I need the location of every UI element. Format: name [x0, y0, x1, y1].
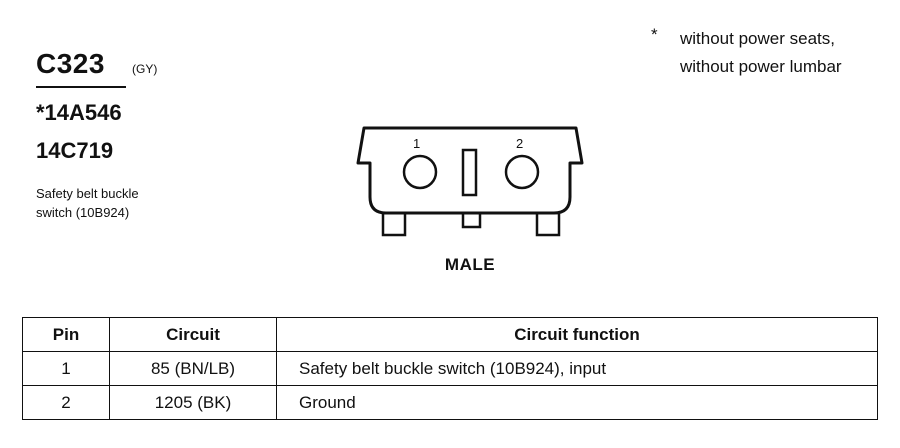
table-row: 2 1205 (BK) Ground — [22, 385, 878, 420]
header-circuit-function: Circuit function — [276, 317, 878, 352]
left-lock-tab — [381, 211, 407, 237]
pin-table-header-row: Pin Circuit Circuit function — [22, 317, 878, 352]
connector-color-code: (GY) — [132, 62, 158, 76]
circuit-function-cell: Ground — [276, 385, 878, 420]
pin-2-label: 2 — [516, 136, 523, 151]
connector-id: C323 — [36, 48, 105, 79]
note-line-1: without power seats, — [680, 29, 835, 48]
connector-id-underline — [36, 86, 126, 88]
connector-face-diagram: 1 2 — [356, 126, 584, 237]
right-lock-tab — [535, 211, 561, 237]
center-lock-tab — [461, 211, 482, 229]
center-key-slot — [461, 148, 478, 197]
header-pin: Pin — [22, 317, 110, 352]
note: without power seats, without power lumba… — [680, 25, 842, 81]
pin-table: Pin Circuit Circuit function 1 85 (BN/LB… — [22, 317, 878, 420]
circuit-function-cell: Safety belt buckle switch (10B924), inpu… — [276, 351, 878, 386]
pin-1-label: 1 — [413, 136, 420, 151]
circuit-cell: 1205 (BK) — [109, 385, 277, 420]
pin-1-cavity — [402, 154, 438, 190]
pin-cell: 1 — [22, 351, 110, 386]
connector-housing — [356, 126, 584, 215]
table-row: 1 85 (BN/LB) Safety belt buckle switch (… — [22, 351, 878, 386]
circuit-cell: 85 (BN/LB) — [109, 351, 277, 386]
header-circuit: Circuit — [109, 317, 277, 352]
note-marker: * — [651, 25, 658, 44]
pin-cell: 2 — [22, 385, 110, 420]
part-number-2: 14C719 — [36, 138, 114, 163]
part-number-1: *14A546 — [36, 100, 122, 125]
connector-gender: MALE — [444, 255, 496, 274]
connector-description: Safety belt buckle switch (10B924) — [36, 184, 139, 222]
note-line-2: without power lumbar — [680, 57, 842, 76]
description-line-2: switch (10B924) — [36, 205, 130, 220]
description-line-1: Safety belt buckle — [36, 186, 139, 201]
pin-2-cavity — [504, 154, 540, 190]
